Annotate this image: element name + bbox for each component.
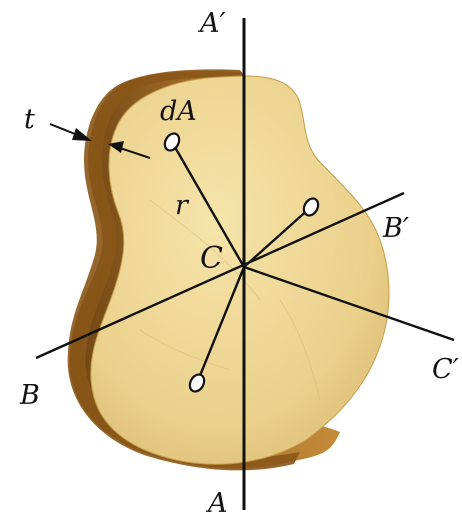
label-c-right: C′ xyxy=(432,354,459,385)
radius-line xyxy=(170,141,246,268)
label-a-top: A′ xyxy=(197,8,226,39)
plate-face xyxy=(90,75,390,465)
element-line-lower xyxy=(195,266,246,384)
label-thickness: t xyxy=(24,104,35,135)
plate-texture xyxy=(139,199,321,401)
axis-c xyxy=(243,265,455,342)
axis-b xyxy=(35,191,405,360)
label-radius: r xyxy=(175,190,190,221)
label-a-bottom: A xyxy=(205,488,228,518)
label-center: C xyxy=(200,241,223,276)
area-element-right xyxy=(302,197,320,217)
area-element-lower xyxy=(188,373,206,393)
label-b-right: B′ xyxy=(382,213,409,244)
thickness-arrow-right-head xyxy=(108,141,124,153)
thickness-arrow-left-head xyxy=(72,128,92,141)
element-line-right xyxy=(243,206,312,268)
label-element-da: dA xyxy=(160,96,197,127)
area-element-da xyxy=(163,132,181,152)
label-b-left: B xyxy=(19,380,40,411)
thickness-arrow-right-shaft xyxy=(119,147,151,159)
